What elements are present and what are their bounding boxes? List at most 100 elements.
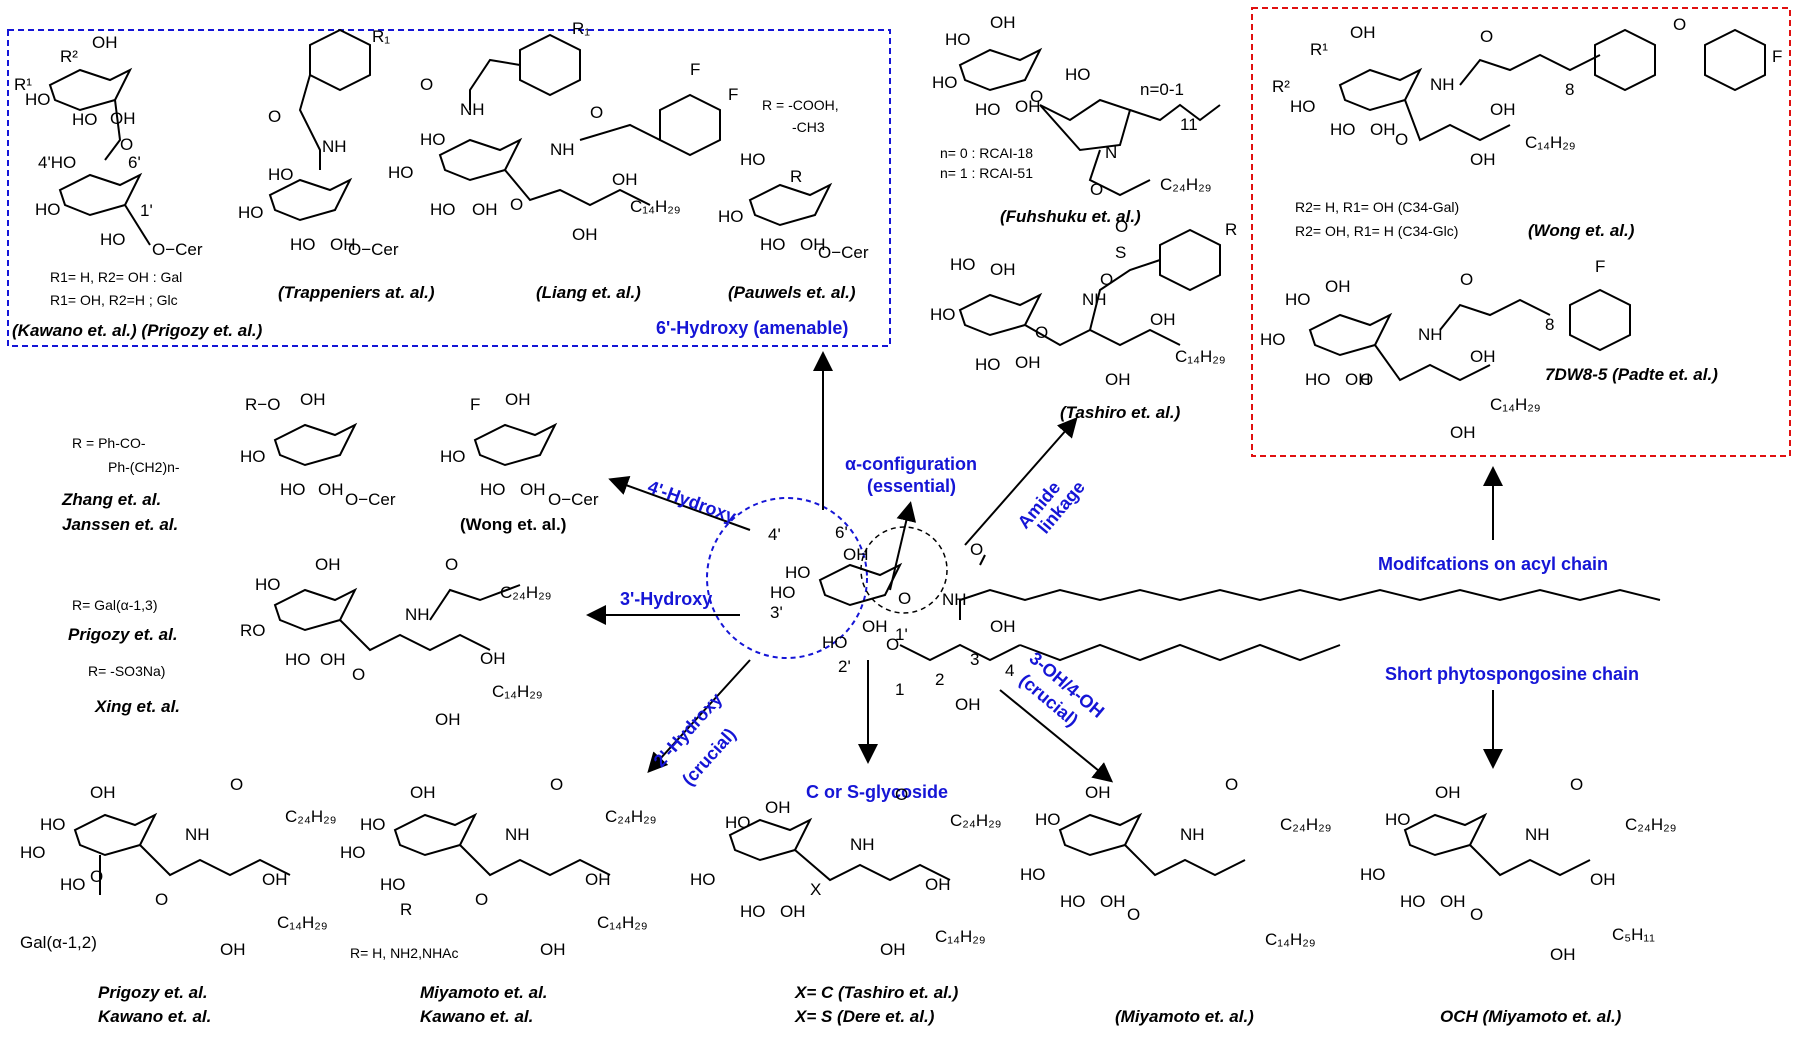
svg-text:HO: HO bbox=[932, 73, 958, 92]
svg-text:OH: OH bbox=[780, 902, 806, 921]
svg-text:HO: HO bbox=[100, 230, 126, 249]
svg-text:OH: OH bbox=[1015, 353, 1041, 372]
structure-34-oh: HO OH HO HO OH O NH O C₂₄H₂₉ C₁₄H₂₉ bbox=[1020, 775, 1331, 949]
svg-text:O: O bbox=[886, 635, 899, 654]
svg-text:C₅H₁₁: C₅H₁₁ bbox=[1612, 925, 1655, 944]
svg-text:C₁₄H₂₉: C₁₄H₂₉ bbox=[630, 197, 681, 216]
svg-text:HO: HO bbox=[1290, 97, 1316, 116]
svg-text:OH: OH bbox=[90, 783, 116, 802]
svg-text:OH: OH bbox=[1105, 370, 1131, 389]
svg-text:OH: OH bbox=[315, 555, 341, 574]
label-alpha-a: α-configuration bbox=[845, 454, 977, 474]
svg-text:OH: OH bbox=[300, 390, 326, 409]
structure-3-hydroxy: HO OH RO HO OH O NH O C₂₄H₂₉ OH OH C₁₄H₂… bbox=[240, 555, 551, 729]
box-6-hydroxy bbox=[7, 29, 891, 347]
svg-text:NH: NH bbox=[185, 825, 210, 844]
svg-text:6': 6' bbox=[128, 153, 141, 172]
svg-text:OH: OH bbox=[990, 260, 1016, 279]
svg-text:NH: NH bbox=[322, 137, 347, 156]
svg-text:OH: OH bbox=[472, 200, 498, 219]
svg-text:11: 11 bbox=[1180, 115, 1198, 134]
svg-text:OH: OH bbox=[1440, 892, 1466, 911]
svg-text:N: N bbox=[1105, 143, 1117, 162]
svg-text:OH: OH bbox=[1590, 870, 1616, 889]
svg-text:C₁₄H₂₉: C₁₄H₂₉ bbox=[1525, 133, 1576, 152]
svg-text:NH: NH bbox=[505, 825, 530, 844]
svg-text:OH: OH bbox=[318, 480, 344, 499]
label-alpha-b: (essential) bbox=[867, 476, 956, 496]
svg-text:HO: HO bbox=[20, 843, 46, 862]
structure-och: HO OH HO HO OH O NH O C₂₄H₂₉ OH OH C₅H₁₁ bbox=[1360, 775, 1676, 964]
svg-text:O: O bbox=[590, 103, 603, 122]
svg-text:O: O bbox=[1395, 130, 1408, 149]
svg-text:O: O bbox=[155, 890, 168, 909]
arrow-alpha bbox=[889, 501, 917, 591]
svg-text:C₁₄H₂₉: C₁₄H₂₉ bbox=[1490, 395, 1541, 414]
svg-text:HO: HO bbox=[60, 875, 86, 894]
svg-text:F: F bbox=[1772, 47, 1782, 66]
svg-text:OH: OH bbox=[1345, 370, 1371, 389]
svg-text:OH: OH bbox=[612, 170, 638, 189]
svg-text:HO: HO bbox=[430, 200, 456, 219]
structure-tashiro-sulfonamide: HO OH HO HO OH O NH S O O R OH OH C₁₄H₂₉ bbox=[930, 217, 1237, 389]
svg-text:OH: OH bbox=[1350, 23, 1376, 42]
svg-text:O: O bbox=[420, 75, 433, 94]
note-gal12: Gal(α-1,2) bbox=[20, 933, 97, 952]
svg-text:HO: HO bbox=[822, 633, 848, 652]
svg-text:O−Cer: O−Cer bbox=[818, 243, 869, 262]
svg-text:HO: HO bbox=[740, 150, 766, 169]
svg-text:HO: HO bbox=[1400, 892, 1426, 911]
svg-text:OH: OH bbox=[220, 940, 246, 959]
arrow-amide bbox=[964, 416, 1078, 546]
svg-text:NH: NH bbox=[1525, 825, 1550, 844]
svg-text:HO: HO bbox=[1060, 892, 1086, 911]
svg-text:HO: HO bbox=[360, 815, 386, 834]
svg-text:C₁₄H₂₉: C₁₄H₂₉ bbox=[492, 682, 543, 701]
svg-text:NH: NH bbox=[405, 605, 430, 624]
svg-text:O: O bbox=[1030, 87, 1043, 106]
ref-kawano-2b: Kawano et. al. bbox=[420, 1007, 533, 1026]
svg-text:R−O: R−O bbox=[245, 395, 280, 414]
svg-text:OH: OH bbox=[1150, 310, 1176, 329]
svg-text:OH: OH bbox=[520, 480, 546, 499]
svg-text:O: O bbox=[1360, 370, 1373, 389]
structure-2-hydroxy-gal: HO OH HO HO O O NH O C₂₄H₂₉ OH OH C₁₄H₂₉ bbox=[20, 775, 336, 959]
svg-text:1': 1' bbox=[140, 201, 153, 220]
note-glc: R1= OH, R2=H ; Glc bbox=[50, 292, 178, 308]
svg-text:OH: OH bbox=[843, 545, 869, 564]
svg-text:NH: NH bbox=[942, 590, 967, 609]
svg-text:HO: HO bbox=[1330, 120, 1356, 139]
svg-text:O: O bbox=[1480, 27, 1493, 46]
svg-text:OH: OH bbox=[1085, 783, 1111, 802]
svg-text:O: O bbox=[898, 589, 911, 608]
svg-text:OH: OH bbox=[1015, 97, 1041, 116]
arrow-2-hydroxy bbox=[647, 659, 751, 773]
svg-text:OH: OH bbox=[1490, 100, 1516, 119]
svg-text:HO: HO bbox=[945, 30, 971, 49]
svg-text:R₁: R₁ bbox=[572, 19, 590, 38]
svg-text:O: O bbox=[1673, 15, 1686, 34]
svg-text:OH: OH bbox=[1325, 277, 1351, 296]
structure-central: 4' 6' HO OH HO 3' HO 2' OH 1' O O NH O O… bbox=[768, 523, 1661, 714]
svg-text:OH: OH bbox=[990, 617, 1016, 636]
note-rcai51: n= 1 : RCAI-51 bbox=[940, 165, 1033, 181]
note-r-phch2: Ph-(CH2)n- bbox=[108, 459, 180, 475]
structure-liang: R₁ O NH HO HO HO OH O NH O F F OH OH C₁₄… bbox=[388, 19, 738, 244]
svg-text:HO: HO bbox=[1385, 810, 1411, 829]
svg-text:OH: OH bbox=[1450, 423, 1476, 442]
svg-text:NH: NH bbox=[460, 100, 485, 119]
svg-text:O: O bbox=[1460, 270, 1473, 289]
svg-text:HO: HO bbox=[420, 130, 446, 149]
svg-text:O: O bbox=[230, 775, 243, 794]
svg-text:R¹: R¹ bbox=[1310, 40, 1328, 59]
svg-text:OH: OH bbox=[1470, 347, 1496, 366]
svg-text:6': 6' bbox=[835, 523, 848, 542]
svg-text:OH: OH bbox=[262, 870, 288, 889]
svg-text:O: O bbox=[895, 785, 908, 804]
ref-wong-acyl: (Wong et. al.) bbox=[1528, 221, 1635, 240]
svg-text:HO: HO bbox=[1285, 290, 1311, 309]
svg-text:O: O bbox=[550, 775, 563, 794]
svg-text:OH: OH bbox=[320, 650, 346, 669]
label-glycoside: C or S-glycoside bbox=[806, 782, 948, 802]
